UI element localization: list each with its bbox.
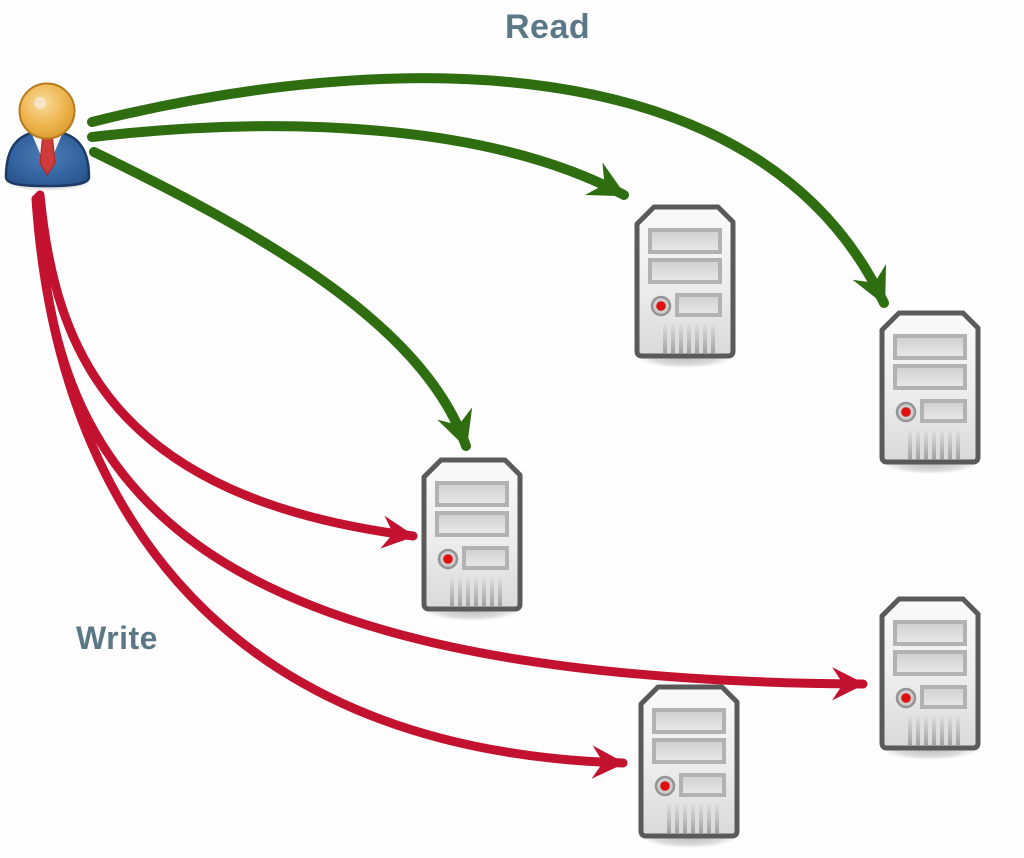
write-arrow-to-bottom-center [31, 194, 628, 779]
server-icon-lower-right [882, 599, 978, 760]
user-head [18, 82, 76, 140]
server-icon-center-left [424, 460, 520, 621]
write-arrows [31, 190, 868, 779]
read-arrow-to-upper-right [87, 73, 889, 308]
server-icon-bottom-center [641, 687, 737, 848]
read-arrow-to-top-center [87, 121, 629, 200]
server-icon-top-center [637, 207, 733, 368]
write-arrow-to-center-left [35, 190, 418, 549]
read-label: Read [505, 8, 591, 46]
write-label: Write [76, 620, 158, 656]
read-arrow-to-center-left [89, 147, 473, 451]
read-arrows [87, 73, 889, 451]
server-icon-upper-right [882, 313, 978, 474]
user-icon [3, 82, 93, 191]
